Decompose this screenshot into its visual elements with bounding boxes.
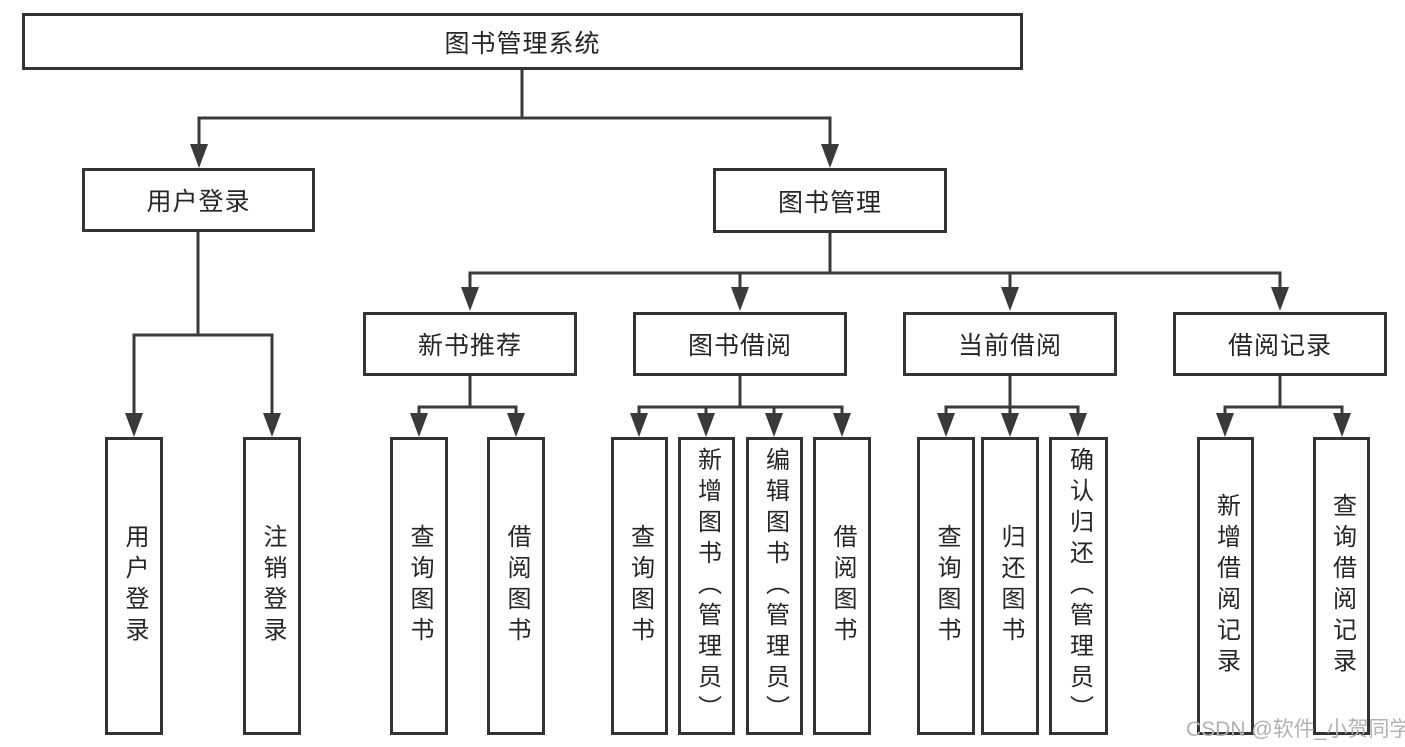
node-user-login: 用户登录 (82, 168, 315, 232)
leaf-user-login: 用户登录 (105, 437, 163, 735)
node-book-management: 图书管理 (713, 168, 947, 233)
node-new-book-recommend-label: 新书推荐 (417, 332, 522, 360)
node-book-management-label: 图书管理 (777, 188, 882, 217)
csdn-watermark: CSDN @软件_小贺同学 (1186, 718, 1405, 741)
leaf-borrow-books-recommend: 借阅图书 (487, 437, 545, 735)
leaf-user-login-label: 用户登录 (121, 524, 148, 648)
node-book-borrow-label: 图书借阅 (687, 332, 792, 360)
node-user-login-label: 用户登录 (146, 188, 251, 216)
leaf-add-book-admin-label: 新增图书（管理员） (693, 446, 721, 726)
node-current-borrow: 当前借阅 (903, 312, 1117, 376)
leaf-query-borrow-record-label: 查询借阅记录 (1328, 493, 1356, 679)
leaf-add-borrow-record: 新增借阅记录 (1197, 437, 1254, 735)
leaf-query-books-current-label: 查询图书 (933, 524, 960, 648)
connector-book-management-split (461, 233, 1289, 311)
leaf-edit-book-admin-label: 编辑图书（管理员） (761, 446, 789, 726)
connector-current-borrow-split (937, 376, 1087, 437)
leaf-return-books: 归还图书 (981, 437, 1039, 735)
leaf-borrow-books-borrow-label: 借阅图书 (829, 524, 856, 648)
connector-book-borrow-split (630, 376, 851, 437)
node-borrow-records: 借阅记录 (1173, 312, 1387, 376)
leaf-return-books-label: 归还图书 (997, 524, 1024, 648)
leaf-query-borrow-record: 查询借阅记录 (1313, 437, 1370, 735)
leaf-query-books-recommend: 查询图书 (390, 437, 448, 735)
node-borrow-records-label: 借阅记录 (1227, 332, 1332, 360)
leaf-edit-book-admin: 编辑图书（管理员） (746, 437, 803, 735)
connector-user-login-split (125, 232, 281, 437)
connector-new-book-recommend-split (410, 376, 525, 437)
leaf-logout-login: 注销登录 (243, 437, 301, 735)
node-book-borrow: 图书借阅 (633, 312, 847, 376)
leaf-query-books-recommend-label: 查询图书 (406, 524, 433, 648)
leaf-query-books-current: 查询图书 (917, 437, 975, 735)
leaf-add-book-admin: 新增图书（管理员） (678, 437, 735, 735)
leaf-borrow-books-borrow: 借阅图书 (813, 437, 871, 735)
leaf-confirm-return-admin: 确认归还（管理员） (1049, 437, 1108, 735)
leaf-query-books-borrow: 查询图书 (611, 437, 668, 735)
node-root-label: 图书管理系统 (444, 29, 601, 58)
connector-root-split (190, 70, 839, 168)
leaf-query-books-borrow-label: 查询图书 (626, 524, 654, 648)
leaf-borrow-books-recommend-label: 借阅图书 (503, 524, 530, 648)
connector-borrow-records-split (1216, 376, 1351, 437)
node-root: 图书管理系统 (22, 13, 1023, 70)
leaf-confirm-return-admin-label: 确认归还（管理员） (1065, 446, 1093, 726)
node-current-borrow-label: 当前借阅 (957, 332, 1062, 360)
node-new-book-recommend: 新书推荐 (363, 312, 577, 376)
leaf-add-borrow-record-label: 新增借阅记录 (1212, 493, 1240, 679)
leaf-logout-login-label: 注销登录 (259, 524, 286, 648)
